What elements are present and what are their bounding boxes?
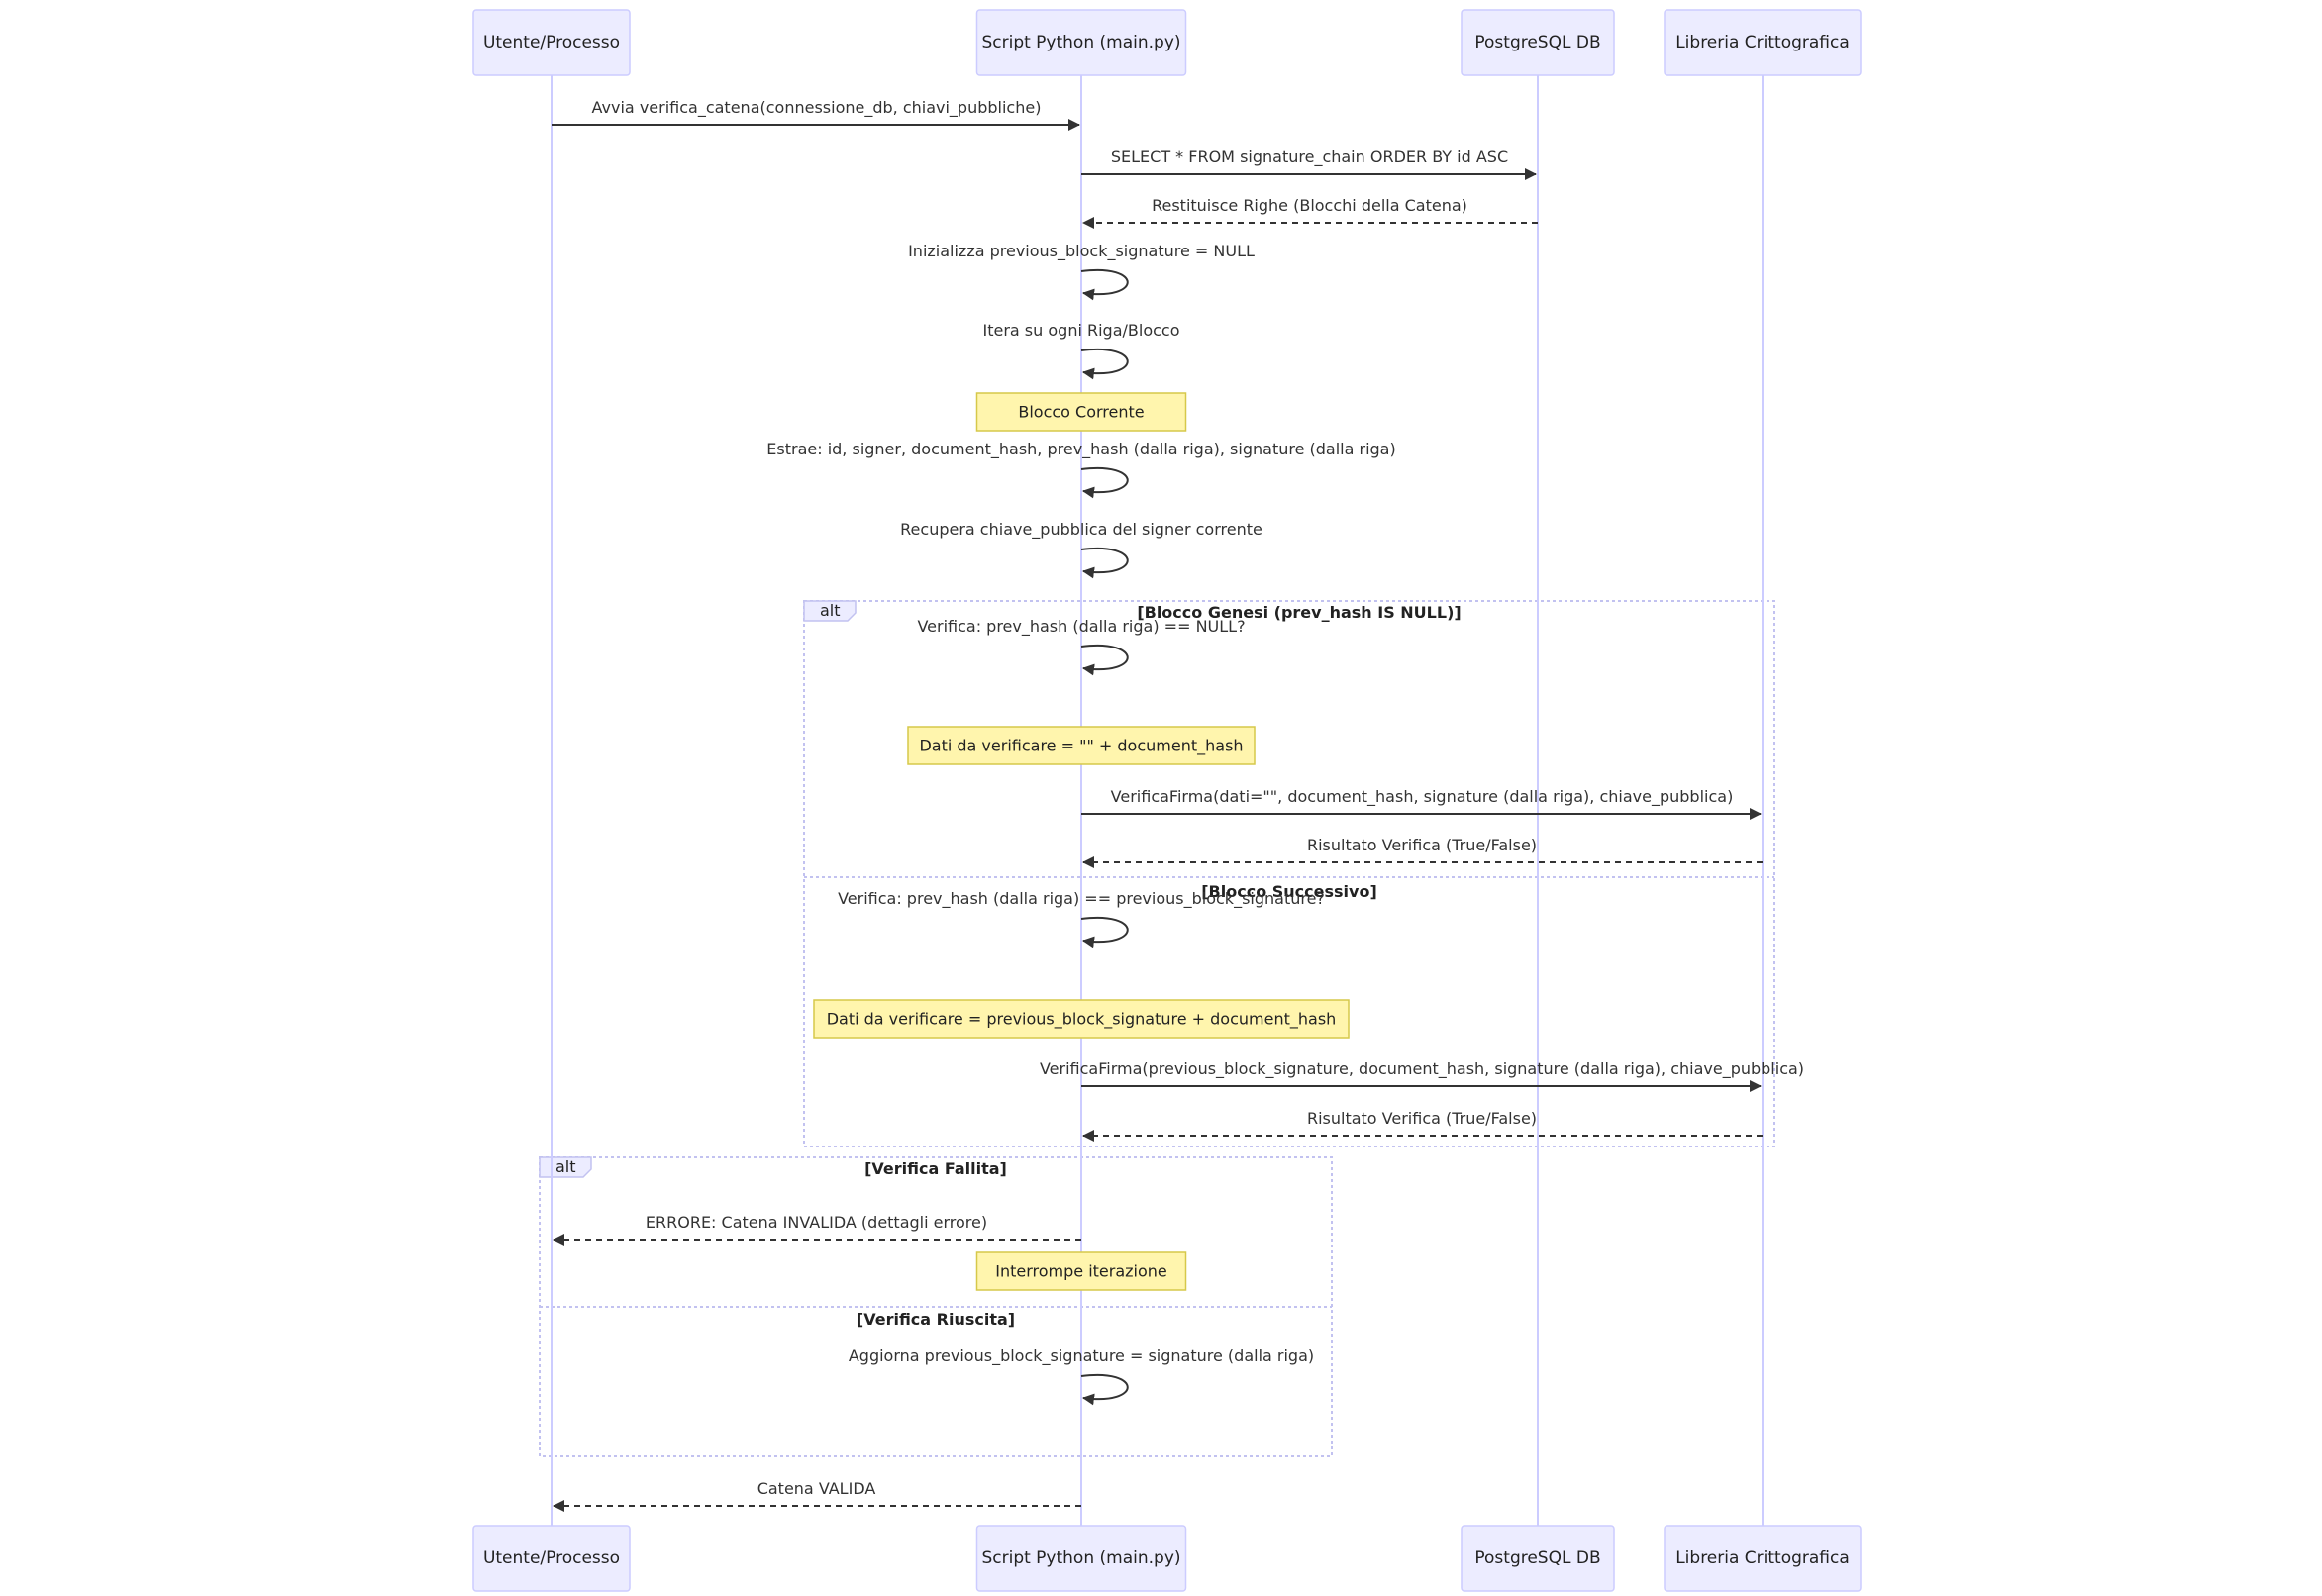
- self-message-arrow: [1080, 547, 1129, 579]
- self-message-arrow: [1080, 916, 1129, 948]
- participant-label: Script Python (main.py): [981, 1548, 1180, 1568]
- message-16: Risultato Verifica (True/False): [1082, 1109, 1763, 1142]
- self-message-label: Verifica: prev_hash (dalla riga) == NULL…: [917, 617, 1245, 637]
- message-2: SELECT * FROM signature_chain ORDER BY i…: [1081, 148, 1537, 180]
- note-10: Dati da verificare = "" + document_hash: [907, 726, 1256, 765]
- frame-tab: [803, 600, 857, 622]
- participant-box: [472, 1525, 631, 1592]
- note-text: Dati da verificare = "" + document_hash: [919, 737, 1243, 756]
- frame-keyword: alt: [820, 601, 841, 620]
- frame-keyword: alt: [555, 1157, 576, 1176]
- participant-box: [975, 1525, 1187, 1592]
- note-6: Blocco Corrente: [975, 392, 1187, 432]
- message-17: ERRORE: Catena INVALIDA (dettagli errore…: [553, 1213, 1081, 1246]
- self-message-label: Inizializza previous_block_signature = N…: [908, 242, 1255, 261]
- participant-label: Utente/Processo: [483, 1548, 620, 1568]
- note-box: [813, 999, 1350, 1039]
- participant-box: [1461, 1525, 1615, 1592]
- self-message-19: Aggiorna previous_block_signature = sign…: [849, 1347, 1314, 1406]
- message-20: Catena VALIDA: [553, 1479, 1081, 1512]
- frame-condition: [Verifica Fallita]: [864, 1159, 1007, 1178]
- participant-box: [472, 9, 631, 76]
- participant-label: PostgreSQL DB: [1474, 1548, 1600, 1568]
- message-label: SELECT * FROM signature_chain ORDER BY i…: [1111, 148, 1508, 167]
- participant-label: Script Python (main.py): [981, 33, 1180, 52]
- note-text: Dati da verificare = previous_block_sign…: [827, 1010, 1337, 1030]
- message-3: Restituisce Righe (Blocchi della Catena): [1082, 196, 1538, 229]
- self-message-5: Itera su ogni Riga/Blocco: [983, 321, 1180, 380]
- note-text: Interrompe iterazione: [995, 1262, 1167, 1281]
- alt-frame-2: alt [Verifica Fallita] [Verifica Riuscita]: [539, 1156, 1333, 1457]
- message-15: VerificaFirma(previous_block_signature, …: [1040, 1059, 1804, 1092]
- self-message-arrow: [1080, 348, 1129, 380]
- frame-condition: [Blocco Genesi (prev_hash IS NULL)]: [1137, 603, 1461, 622]
- self-message-8: Recupera chiave_pubblica del signer corr…: [900, 520, 1262, 579]
- participant-box: [975, 9, 1187, 76]
- note-box: [975, 1251, 1187, 1291]
- alt-frame-1: alt [Blocco Genesi (prev_hash IS NULL)] [B…: [803, 600, 1775, 1147]
- message-label: Restituisce Righe (Blocchi della Catena): [1152, 196, 1467, 215]
- note-text: Blocco Corrente: [1018, 403, 1144, 422]
- participant-db-bottom: PostgreSQL DB: [1461, 1525, 1615, 1592]
- message-label: VerificaFirma(dati="", document_hash, si…: [1111, 787, 1734, 807]
- self-message-arrow: [1080, 268, 1129, 301]
- self-message-7: Estrae: id, signer, document_hash, prev_…: [766, 440, 1396, 499]
- frame-border: [803, 600, 1775, 1147]
- self-message-arrow: [1080, 1373, 1129, 1406]
- participant-label: Libreria Crittografica: [1675, 1548, 1850, 1568]
- frame-condition: [Blocco Successivo]: [1201, 882, 1377, 901]
- message-label: Risultato Verifica (True/False): [1307, 836, 1537, 854]
- message-11: VerificaFirma(dati="", document_hash, si…: [1081, 787, 1762, 820]
- note-box: [975, 392, 1187, 432]
- participant-db-top: PostgreSQL DB: [1461, 9, 1615, 76]
- message-label: Risultato Verifica (True/False): [1307, 1109, 1537, 1128]
- note-box: [907, 726, 1256, 765]
- self-message-9: Verifica: prev_hash (dalla riga) == NULL…: [917, 617, 1246, 676]
- message-1: Avvia verifica_catena(connessione_db, ch…: [552, 98, 1080, 131]
- participant-label: Libreria Crittografica: [1675, 33, 1850, 52]
- participant-box: [1461, 9, 1615, 76]
- message-label: VerificaFirma(previous_block_signature, …: [1040, 1059, 1804, 1079]
- message-label: ERRORE: Catena INVALIDA (dettagli errore…: [646, 1213, 987, 1232]
- self-message-13: Verifica: prev_hash (dalla riga) == prev…: [838, 889, 1325, 948]
- self-message-label: Itera su ogni Riga/Blocco: [983, 321, 1180, 340]
- participant-box: [1664, 1525, 1862, 1592]
- participant-crypto-bottom: Libreria Crittografica: [1664, 1525, 1862, 1592]
- participant-label: PostgreSQL DB: [1474, 33, 1600, 52]
- note-18: Interrompe iterazione: [975, 1251, 1187, 1291]
- steps-layer: Avvia verifica_catena(connessione_db, ch…: [552, 98, 1804, 1512]
- participant-label: Utente/Processo: [483, 33, 620, 52]
- self-message-label: Estrae: id, signer, document_hash, prev_…: [766, 440, 1395, 459]
- message-label: Avvia verifica_catena(connessione_db, ch…: [592, 98, 1042, 118]
- self-message-label: Aggiorna previous_block_signature = sign…: [849, 1347, 1314, 1366]
- message-label: Catena VALIDA: [757, 1479, 876, 1498]
- participant-script-top: Script Python (main.py): [975, 9, 1187, 76]
- self-message-arrow: [1080, 466, 1129, 499]
- frame-condition: [Verifica Riuscita]: [857, 1310, 1015, 1329]
- participant-utente-bottom: Utente/Processo: [472, 1525, 631, 1592]
- self-message-label: Verifica: prev_hash (dalla riga) == prev…: [838, 889, 1325, 909]
- note-14: Dati da verificare = previous_block_sign…: [813, 999, 1350, 1039]
- participant-box: [1664, 9, 1862, 76]
- self-message-label: Recupera chiave_pubblica del signer corr…: [900, 520, 1262, 540]
- participant-crypto-top: Libreria Crittografica: [1664, 9, 1862, 76]
- participant-script-bottom: Script Python (main.py): [975, 1525, 1187, 1592]
- self-message-4: Inizializza previous_block_signature = N…: [908, 242, 1255, 301]
- participant-utente-top: Utente/Processo: [472, 9, 631, 76]
- message-12: Risultato Verifica (True/False): [1082, 836, 1763, 868]
- self-message-arrow: [1080, 644, 1129, 676]
